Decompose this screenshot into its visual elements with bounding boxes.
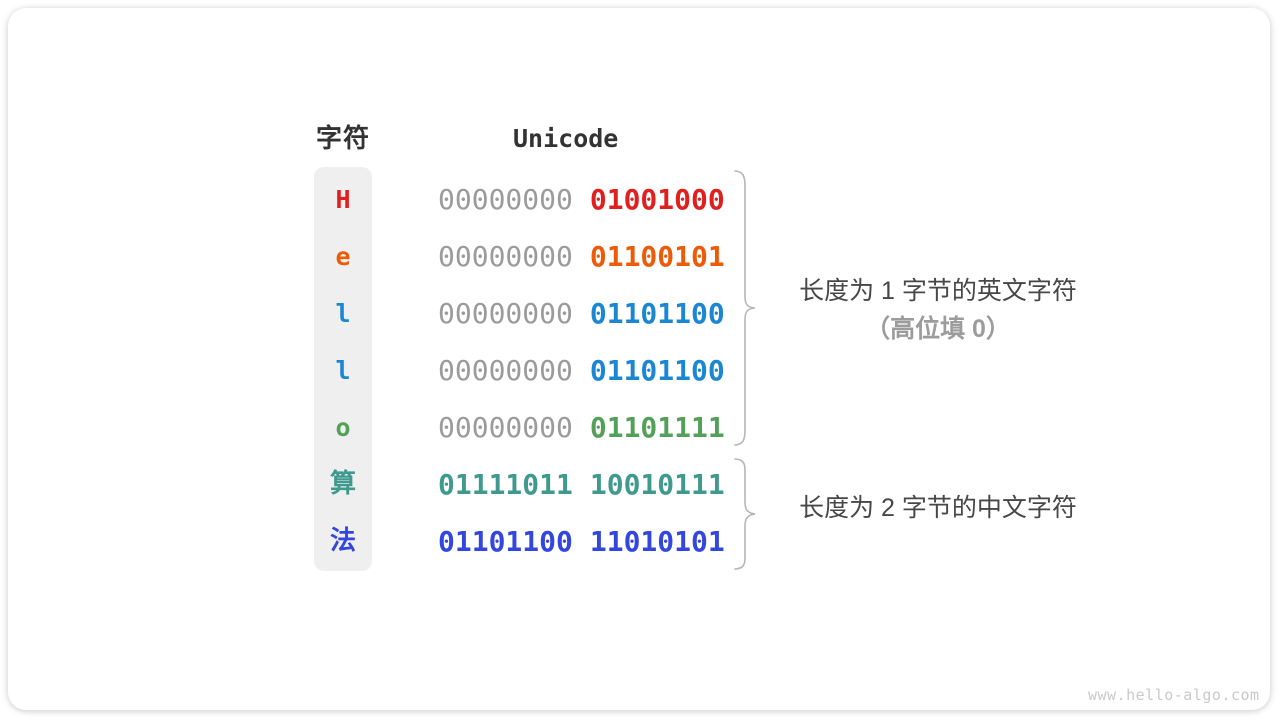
high-byte: 00000000 (438, 240, 573, 273)
figure-card: 字符 Unicode H 00000000 01001000 e 00000000… (8, 8, 1270, 710)
char-cell: 法 (329, 526, 356, 556)
brace-chinese-group (732, 457, 758, 571)
table-row: o 00000000 01101111 (314, 399, 774, 456)
char-cell: o (335, 413, 351, 442)
low-byte: 01101111 (589, 411, 725, 444)
binary-cell: 01101100 11010101 (438, 513, 725, 570)
brace-english-group (732, 169, 758, 447)
high-byte: 00000000 (438, 297, 573, 330)
char-cell: l (335, 356, 351, 385)
table-row: 算 01111011 10010111 (314, 456, 774, 513)
column-header-unicode: Unicode (513, 124, 619, 153)
char-cell: H (335, 185, 351, 214)
annotation-subline: （高位填 0） (865, 315, 1011, 343)
binary-cell: 00000000 01101100 (438, 342, 725, 399)
low-byte: 01100101 (589, 240, 725, 273)
binary-cell: 01111011 10010111 (438, 456, 725, 513)
binary-cell: 00000000 01101111 (438, 399, 725, 456)
high-byte: 00000000 (438, 183, 573, 216)
encoding-table: H 00000000 01001000 e 00000000 01100101 l … (314, 171, 774, 570)
high-byte: 00000000 (438, 354, 573, 387)
high-byte: 00000000 (438, 411, 573, 444)
table-row: 法 01101100 11010101 (314, 513, 774, 570)
column-header-char: 字符 (315, 123, 370, 153)
binary-cell: 00000000 01101100 (438, 285, 725, 342)
low-byte: 11010101 (589, 525, 725, 558)
char-cell: 算 (329, 469, 356, 499)
table-row: H 00000000 01001000 (314, 171, 774, 228)
table-row: l 00000000 01101100 (314, 342, 774, 399)
low-byte: 01101100 (589, 297, 725, 330)
binary-cell: 00000000 01100101 (438, 228, 725, 285)
low-byte: 10010111 (589, 468, 725, 501)
char-cell: e (335, 242, 351, 271)
annotation-line: 长度为 1 字节的英文字符 (799, 277, 1077, 305)
annotation-line: 长度为 2 字节的中文字符 (799, 494, 1077, 522)
high-byte: 01101100 (438, 525, 573, 558)
annotation-chinese-chars: 长度为 2 字节的中文字符 (770, 489, 1106, 527)
low-byte: 01101100 (589, 354, 725, 387)
high-byte: 01111011 (438, 468, 573, 501)
binary-cell: 00000000 01001000 (438, 171, 725, 228)
table-row: e 00000000 01100101 (314, 228, 774, 285)
annotation-english-chars: 长度为 1 字节的英文字符 （高位填 0） (770, 272, 1106, 348)
table-row: l 00000000 01101100 (314, 285, 774, 342)
char-column-background (314, 167, 372, 571)
low-byte: 01001000 (589, 183, 725, 216)
char-cell: l (335, 299, 351, 328)
site-watermark: www.hello-algo.com (1088, 686, 1260, 704)
